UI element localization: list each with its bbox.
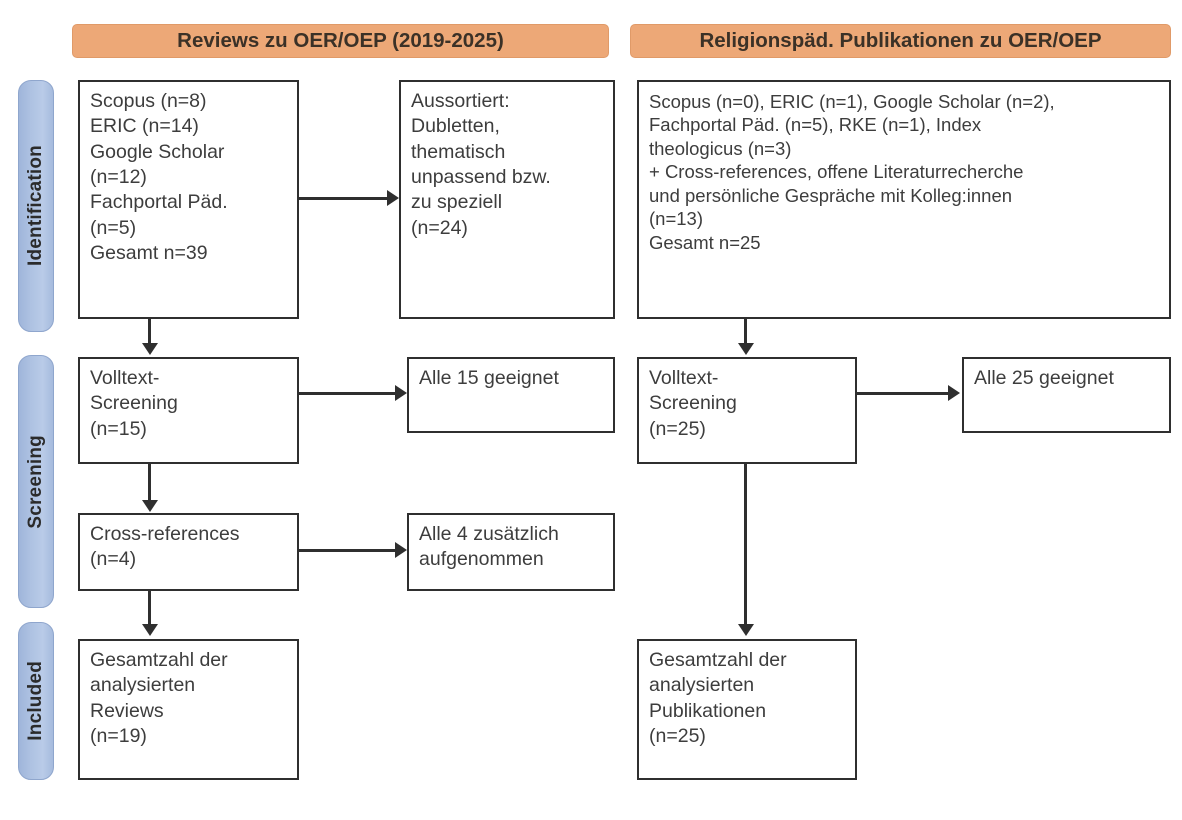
stage-label-identification-text: Identification	[25, 145, 46, 267]
node-left-crossrefs-result: Alle 4 zusätzlich aufgenommen	[407, 513, 615, 591]
node-left-identification-sources: Scopus (n=8) ERIC (n=14) Google Scholar …	[78, 80, 299, 319]
connector-left-identification-to-excluded	[299, 197, 389, 200]
connector-left-crossrefs-to-result	[299, 549, 397, 552]
arrowhead-left-screening-to-crossrefs	[142, 500, 158, 512]
connector-left-identification-to-screening	[148, 319, 151, 347]
node-right-included: Gesamtzahl der analysierten Publikatione…	[637, 639, 857, 780]
node-left-fulltext-screening: Volltext- Screening (n=15)	[78, 357, 299, 464]
node-left-screening-result: Alle 15 geeignet	[407, 357, 615, 433]
arrowhead-right-screening-to-included	[738, 624, 754, 636]
stage-label-screening-text: Screening	[25, 434, 46, 529]
stage-label-identification: Identification	[18, 80, 54, 332]
arrowhead-left-screening-to-result	[395, 385, 407, 401]
connector-left-crossrefs-to-included	[148, 591, 151, 628]
connector-right-screening-to-included	[744, 464, 747, 628]
stage-label-included-text: Included	[25, 661, 46, 741]
connector-left-screening-to-crossrefs	[148, 464, 151, 504]
arrowhead-right-identification-to-screening	[738, 343, 754, 355]
node-left-included: Gesamtzahl der analysierten Reviews (n=1…	[78, 639, 299, 780]
stage-label-included: Included	[18, 622, 54, 780]
arrowhead-right-screening-to-result	[948, 385, 960, 401]
arrowhead-left-crossrefs-to-included	[142, 624, 158, 636]
column-header-publikationen: Religionspäd. Publikationen zu OER/OEP	[630, 24, 1171, 58]
node-left-excluded: Aussortiert: Dubletten, thematisch unpas…	[399, 80, 615, 319]
node-right-screening-result: Alle 25 geeignet	[962, 357, 1171, 433]
connector-left-screening-to-result	[299, 392, 397, 395]
node-right-fulltext-screening: Volltext- Screening (n=25)	[637, 357, 857, 464]
node-left-crossrefs: Cross-references (n=4)	[78, 513, 299, 591]
arrowhead-left-identification-to-excluded	[387, 190, 399, 206]
arrowhead-left-crossrefs-to-result	[395, 542, 407, 558]
arrowhead-left-identification-to-screening	[142, 343, 158, 355]
column-header-reviews: Reviews zu OER/OEP (2019-2025)	[72, 24, 609, 58]
connector-right-screening-to-result	[857, 392, 950, 395]
connector-right-identification-to-screening	[744, 319, 747, 347]
node-right-identification-sources: Scopus (n=0), ERIC (n=1), Google Scholar…	[637, 80, 1171, 319]
stage-label-screening: Screening	[18, 355, 54, 608]
